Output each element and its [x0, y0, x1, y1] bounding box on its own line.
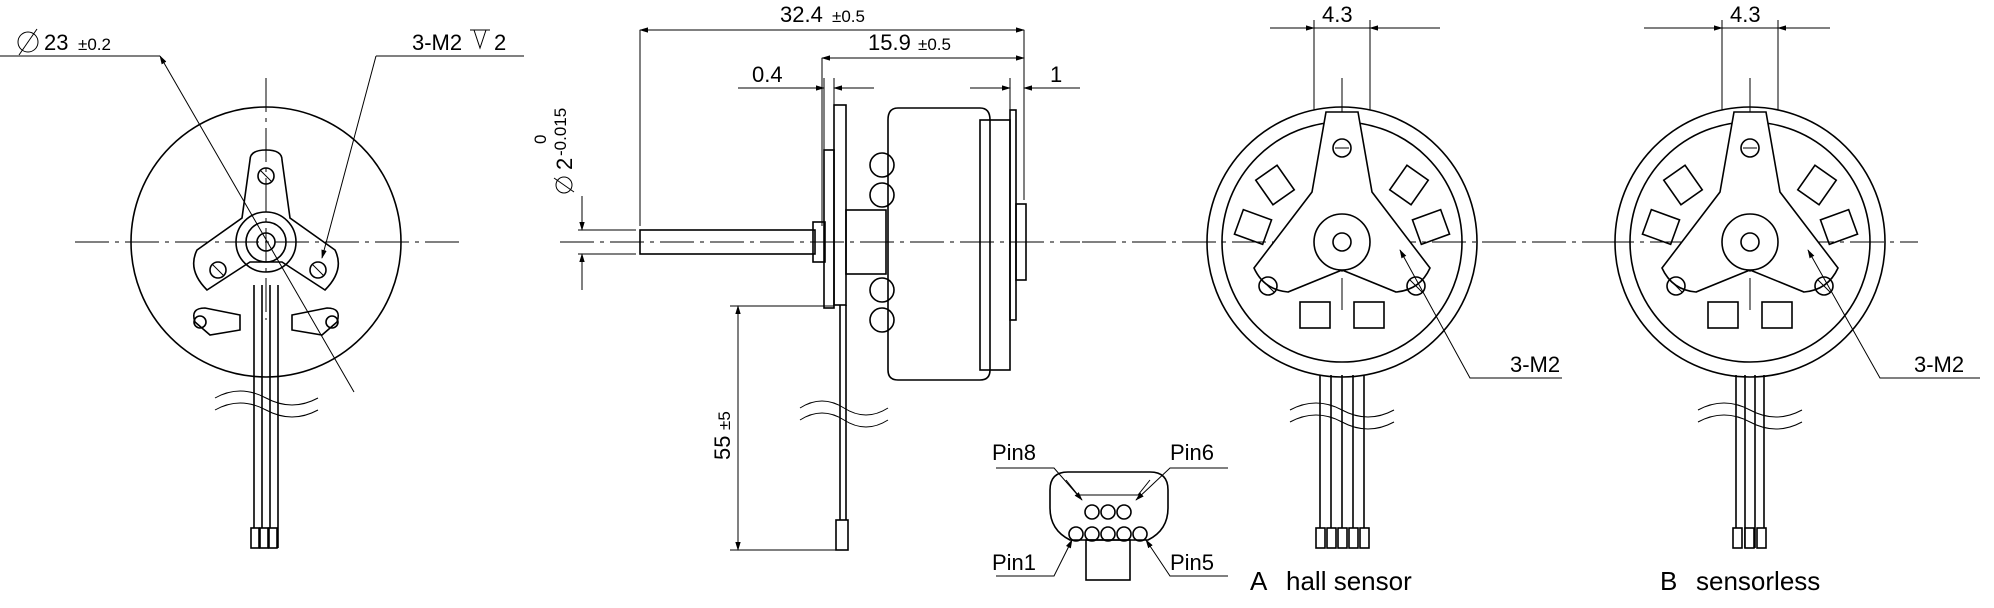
front-diameter-tolerance: ±0.2	[78, 35, 111, 54]
pin5-label: Pin5	[1170, 550, 1214, 575]
lead-length-tolerance: ±5	[715, 411, 734, 430]
pin1-label: Pin1	[992, 550, 1036, 575]
view-b-caption: sensorless	[1696, 566, 1820, 596]
front-view: 23 ±0.2 3-M2 2	[0, 28, 524, 549]
shaft-upper-tolerance: 0	[531, 135, 550, 144]
view-b-sensorless: 4.3 3-M2 B sensorless	[1600, 2, 1980, 596]
mount-hole	[309, 261, 327, 279]
view-b-letter: B	[1660, 566, 1677, 596]
view-a-caption: hall sensor	[1286, 566, 1412, 596]
front-diameter-dimension: 23 ±0.2	[17, 28, 111, 56]
body-length-value: 15.9	[868, 30, 911, 55]
front-hole-label: 3-M2	[412, 30, 462, 55]
mounting-bracket	[192, 149, 340, 292]
front-hole-depth: 2	[494, 30, 506, 55]
bearing-housing	[845, 209, 887, 275]
shaft-lower-tolerance: -0.015	[551, 108, 570, 156]
hub-outer	[235, 211, 297, 273]
hole-leader	[321, 55, 377, 259]
shaft-diameter-value: 2	[552, 158, 577, 170]
connector-housing	[1049, 471, 1169, 541]
rear-offset-value: 1	[1050, 62, 1062, 87]
shaft	[256, 232, 276, 252]
solder-tab	[291, 307, 340, 336]
depth-symbol	[470, 29, 490, 50]
output-shaft	[639, 229, 816, 255]
view-a-coils	[1233, 164, 1451, 329]
mount-hole	[209, 261, 227, 279]
body-length-tolerance: ±0.5	[918, 35, 951, 54]
break-line	[214, 390, 319, 406]
view-a-bracket	[1253, 111, 1431, 293]
rotor-bell	[887, 107, 991, 381]
view-a-hall-sensor: 4.3 3-M2 A hall sensor	[1082, 2, 1602, 596]
view-b-hole-callout: 3-M2	[1914, 352, 1964, 377]
front-diameter-value: 23	[44, 30, 68, 55]
mount-hole	[257, 167, 275, 185]
view-a-spacing: 4.3	[1322, 2, 1353, 27]
view-b-bracket	[1661, 111, 1839, 293]
solder-tab	[192, 307, 241, 336]
flange-thickness-value: 0.4	[752, 62, 783, 87]
lead-length-value: 55	[710, 436, 735, 460]
pin8-label: Pin8	[992, 440, 1036, 465]
hub-inner	[245, 221, 287, 263]
total-length-value: 32.4	[780, 2, 823, 27]
connector-detail: Pin8 Pin6 Pin1 Pin5	[992, 440, 1228, 581]
pin6-label: Pin6	[1170, 440, 1214, 465]
view-a-letter: A	[1250, 566, 1268, 596]
view-a-hole-callout: 3-M2	[1510, 352, 1560, 377]
view-b-coils	[1641, 164, 1859, 329]
front-hole-callout: 3-M2 2	[412, 29, 506, 55]
side-view: 32.4 ±0.5 15.9 ±0.5 0.4 1 2 -0.015 0	[531, 2, 1080, 551]
shaft-diameter-dimension: 2 -0.015 0	[531, 108, 577, 194]
diameter-leader	[159, 55, 355, 393]
total-length-tolerance: ±0.5	[832, 7, 865, 26]
rotor-cap	[979, 119, 1011, 371]
view-b-spacing: 4.3	[1730, 2, 1761, 27]
